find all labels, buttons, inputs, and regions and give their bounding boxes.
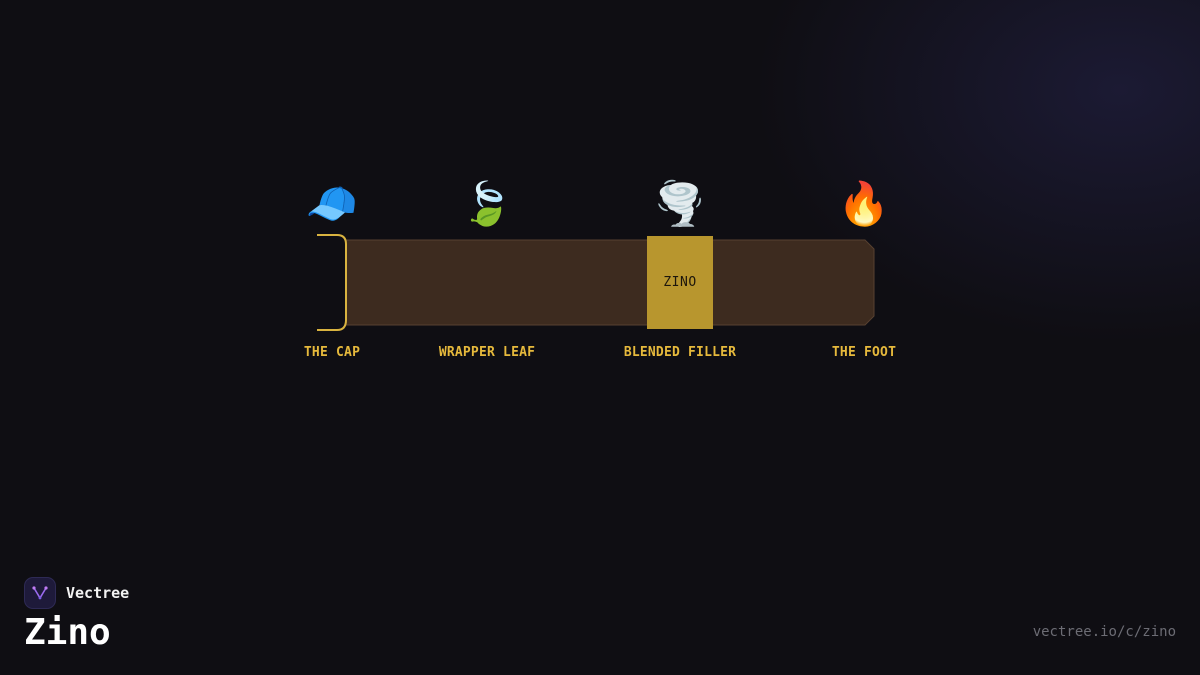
cigar-cap-bracket: [317, 234, 347, 331]
vectree-logo-icon: [24, 577, 56, 609]
fire-icon: 🔥: [837, 179, 891, 228]
cigar-band: [647, 236, 713, 329]
label-wrapper-leaf: WRAPPER LEAF: [438, 345, 536, 360]
label-the-cap: THE CAP: [303, 345, 361, 360]
leaf-icon: 🍃: [460, 179, 514, 228]
cigar-body: [345, 239, 875, 326]
brand[interactable]: Vectree: [24, 577, 129, 609]
label-blended-filler: BLENDED FILLER: [623, 345, 737, 360]
page-title: Zino: [24, 612, 111, 653]
page-url[interactable]: vectree.io/c/zino: [1032, 624, 1176, 640]
band-label: ZINO: [663, 275, 697, 290]
tornado-icon: 🌪️: [653, 179, 707, 228]
label-the-foot: THE FOOT: [831, 345, 897, 360]
brand-name: Vectree: [66, 584, 130, 602]
baseball-cap-icon: 🧢: [305, 179, 359, 228]
